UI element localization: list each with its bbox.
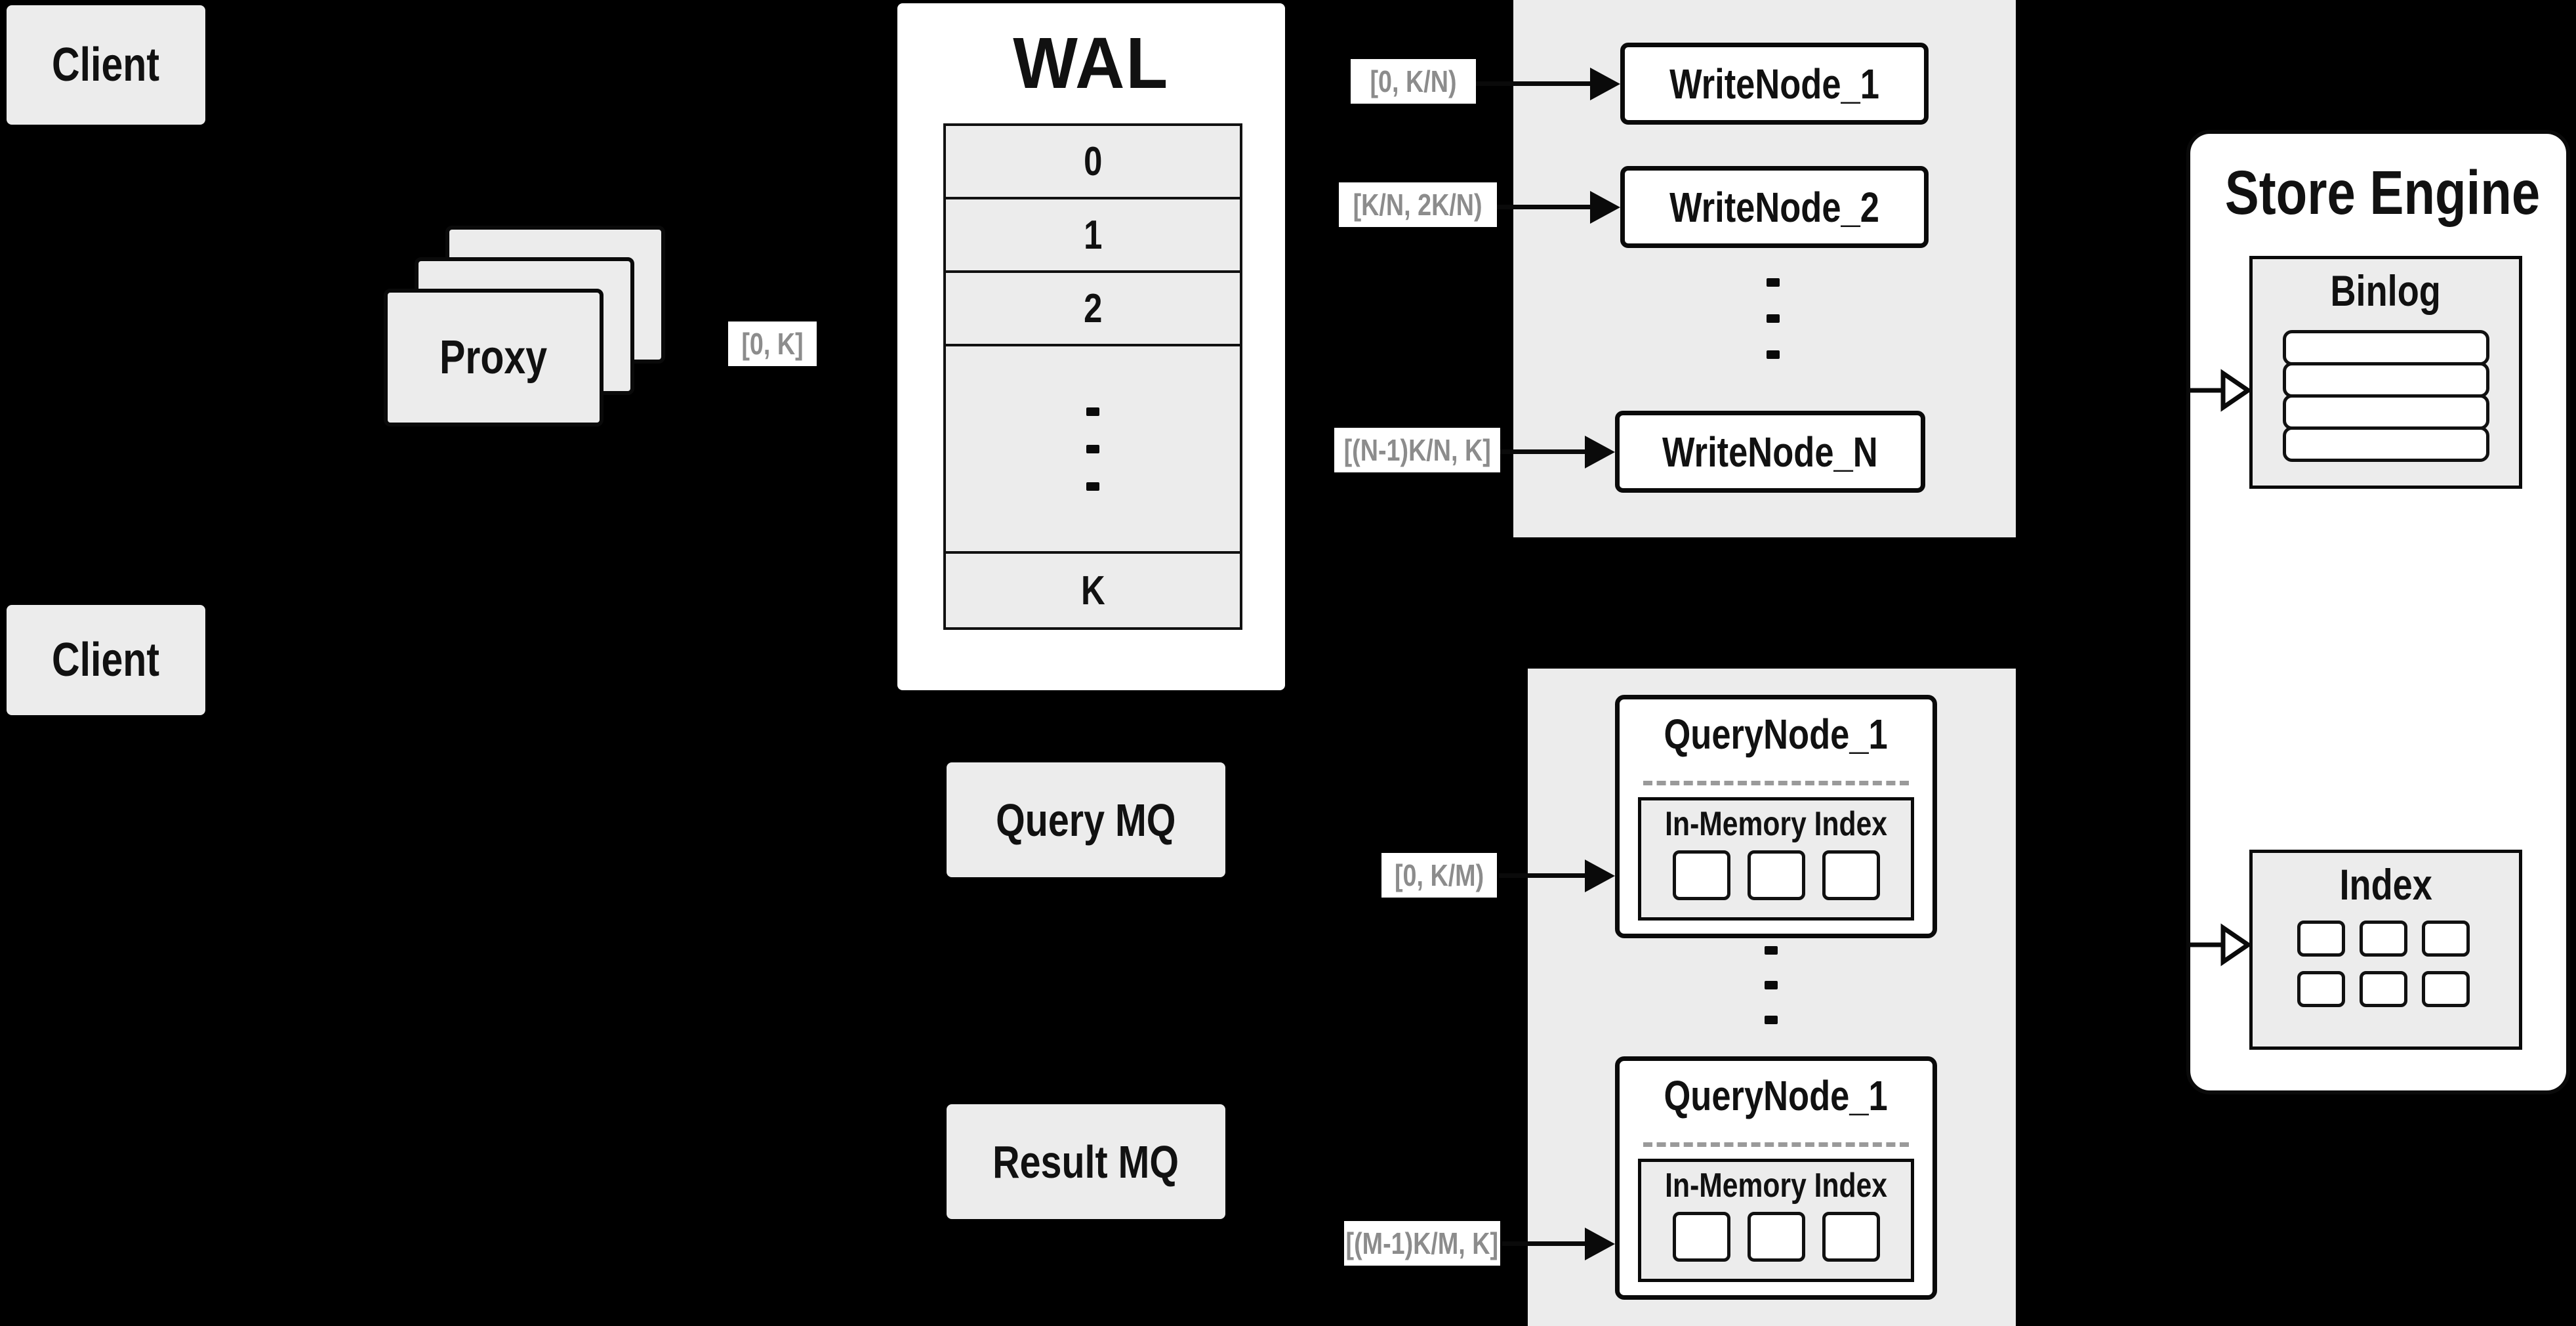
client-box-bottom: Client [7, 605, 205, 715]
index-title: Index [2339, 860, 2432, 909]
edge-label-query-first: [0, K/M) [1381, 853, 1497, 898]
segment-cell [1822, 1212, 1880, 1262]
index-cell [2422, 971, 2470, 1007]
query-node-title: QueryNode_1 [1664, 1072, 1889, 1119]
wal-panel: WAL 0 1 2 K [897, 3, 1285, 690]
in-memory-index-cells [1672, 1212, 1880, 1262]
arrow-to-querynode-top [1499, 873, 1585, 878]
arrow-into-index [2190, 923, 2251, 966]
arrow-to-writenode-2 [1497, 205, 1590, 209]
edge-label-write-2: [K/N, 2K/N) [1339, 182, 1497, 227]
write-node-2: WriteNode_2 [1620, 166, 1929, 248]
segment-cell [1747, 850, 1805, 900]
client-label: Client [52, 634, 160, 686]
binlog-box: Binlog [2249, 256, 2522, 489]
vertical-ellipsis-icon [1767, 278, 1780, 359]
binlog-row [2283, 330, 2489, 365]
client-box-top: Client [7, 5, 205, 125]
binlog-title: Binlog [2330, 266, 2442, 315]
segment-cell [1822, 850, 1880, 900]
in-memory-index-cells [1672, 850, 1880, 900]
write-node-1: WriteNode_1 [1620, 43, 1929, 125]
segment-cell [1747, 1212, 1805, 1262]
index-cell [2297, 971, 2345, 1007]
dashed-divider [1643, 1142, 1909, 1147]
segment-cell [1672, 850, 1730, 900]
binlog-row [2283, 394, 2489, 430]
query-node-title: QueryNode_1 [1664, 711, 1889, 758]
binlog-row [2283, 362, 2489, 398]
query-mq-box: Query MQ [947, 762, 1225, 877]
arrow-to-querynode-bottom [1502, 1241, 1585, 1246]
query-node-top: QueryNode_1 In-Memory Index [1615, 695, 1937, 938]
edge-label-write-n: [(N-1)K/N, K] [1334, 428, 1500, 472]
store-engine-panel: Store Engine Binlog Index [2186, 130, 2570, 1094]
index-cell [2297, 921, 2345, 957]
write-node-n: WriteNode_N [1615, 411, 1925, 493]
client-label: Client [52, 39, 160, 91]
segment-cell [1672, 1212, 1730, 1262]
in-memory-index-title: In-Memory Index [1665, 805, 1887, 843]
arrow-to-writenode-n [1500, 449, 1585, 454]
query-node-bottom: QueryNode_1 In-Memory Index [1615, 1056, 1937, 1300]
index-cell [2360, 971, 2407, 1007]
in-memory-index-title: In-Memory Index [1665, 1167, 1887, 1205]
store-engine-title: Store Engine [2224, 158, 2541, 228]
proxy-label: Proxy [440, 331, 548, 384]
arrow-into-binlog [2190, 369, 2251, 412]
index-cell [2360, 921, 2407, 957]
vertical-ellipsis-icon [1765, 946, 1778, 1024]
in-memory-index-box: In-Memory Index [1638, 797, 1914, 921]
proxy-card-front: Proxy [384, 289, 603, 426]
in-memory-index-box: In-Memory Index [1638, 1159, 1914, 1282]
edge-label-query-last: [(M-1)K/M, K] [1344, 1221, 1500, 1266]
wal-title: WAL [1013, 23, 1170, 104]
wal-segment-row: K [946, 554, 1240, 627]
vertical-ellipsis-icon [1086, 407, 1099, 491]
index-box: Index [2249, 850, 2522, 1050]
edge-label-write-1: [0, K/N) [1351, 59, 1476, 104]
binlog-row [2283, 426, 2489, 462]
dashed-divider [1643, 781, 1909, 785]
wal-ellipsis-row [946, 346, 1240, 554]
result-mq-box: Result MQ [947, 1104, 1225, 1219]
wal-segment-row: 1 [946, 199, 1240, 273]
index-cell [2422, 921, 2470, 957]
wal-segment-table: 0 1 2 K [943, 123, 1242, 630]
wal-segment-row: 2 [946, 273, 1240, 346]
edge-label-proxy-to-wal: [0, K] [728, 321, 817, 366]
arrow-to-writenode-1 [1476, 81, 1590, 86]
wal-segment-row: 0 [946, 126, 1240, 199]
binlog-rows [2283, 330, 2489, 462]
index-cells [2297, 921, 2470, 1007]
